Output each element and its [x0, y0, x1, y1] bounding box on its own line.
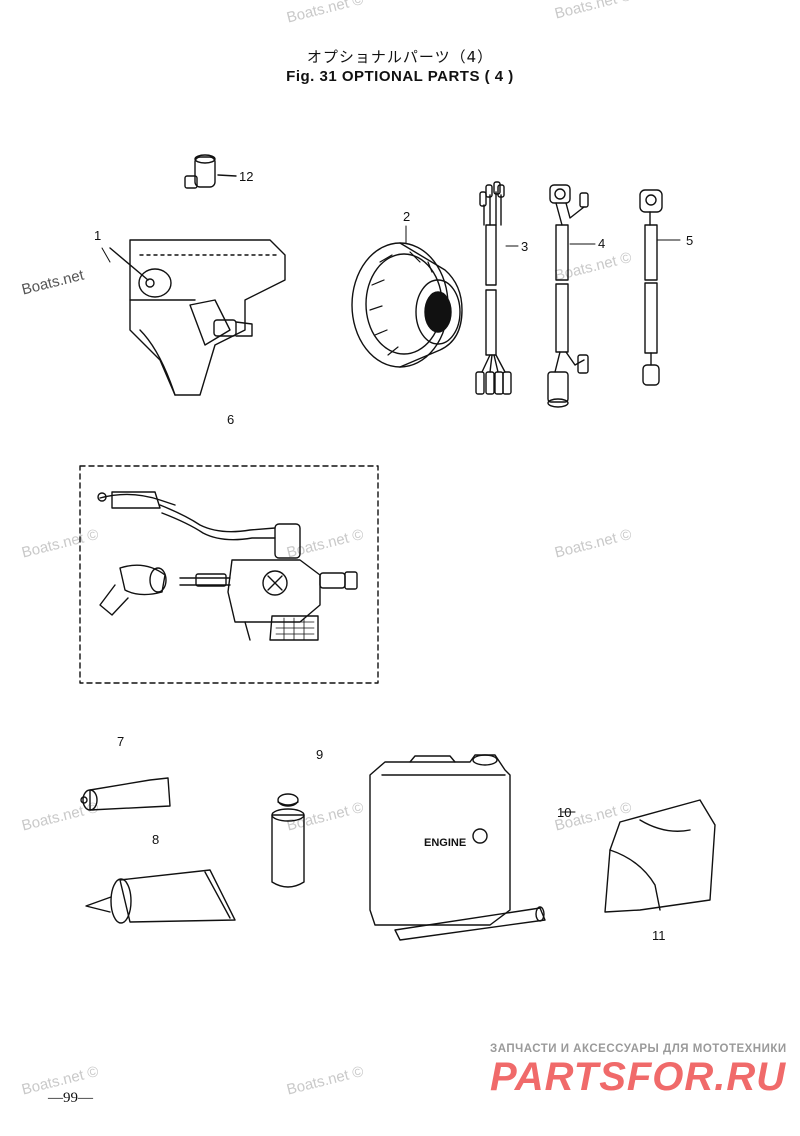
callout-5: 5 [686, 233, 694, 248]
callout-7: 7 [117, 734, 125, 749]
callout-9: 9 [316, 747, 324, 762]
callout-6: 6 [227, 412, 235, 427]
part-6-assembly [97, 491, 358, 641]
part-6-dashed-frame [79, 465, 379, 684]
figure-title-japanese: オプショナルパーツ（4） [306, 48, 494, 66]
part-3-harness [475, 181, 512, 395]
callout-3: 3 [521, 239, 529, 254]
footer-tagline: ЗАПЧАСТИ И АКСЕССУАРЫ ДЛЯ МОТОТЕХНИКИ [490, 1043, 787, 1055]
page-number: —99— [48, 1090, 93, 1106]
callout-1: 1 [94, 228, 102, 243]
callout-10: 10 [557, 805, 572, 820]
callout-2: 2 [403, 209, 411, 224]
engine-oil-label: ENGINE [424, 837, 467, 849]
part-11-bag [604, 799, 716, 913]
part-7-tube [80, 777, 171, 811]
callout-12: 12 [239, 169, 254, 184]
figure-title-english: Fig. 31 OPTIONAL PARTS ( 4 ) [286, 68, 514, 85]
part-6-lower-unit [109, 239, 286, 396]
part-9-can [271, 793, 305, 888]
part-10-oil-can [369, 754, 546, 941]
part-8-tube [85, 869, 236, 924]
part-12-plug [184, 154, 237, 189]
part-2-ring [351, 242, 463, 368]
part-4-harness [547, 184, 589, 408]
footer-logo: PARTSFOR.RU [490, 1055, 787, 1099]
callout-8: 8 [152, 832, 160, 847]
callout-4: 4 [598, 236, 606, 251]
callout-11: 11 [652, 928, 666, 943]
part-5-cable [639, 189, 663, 386]
